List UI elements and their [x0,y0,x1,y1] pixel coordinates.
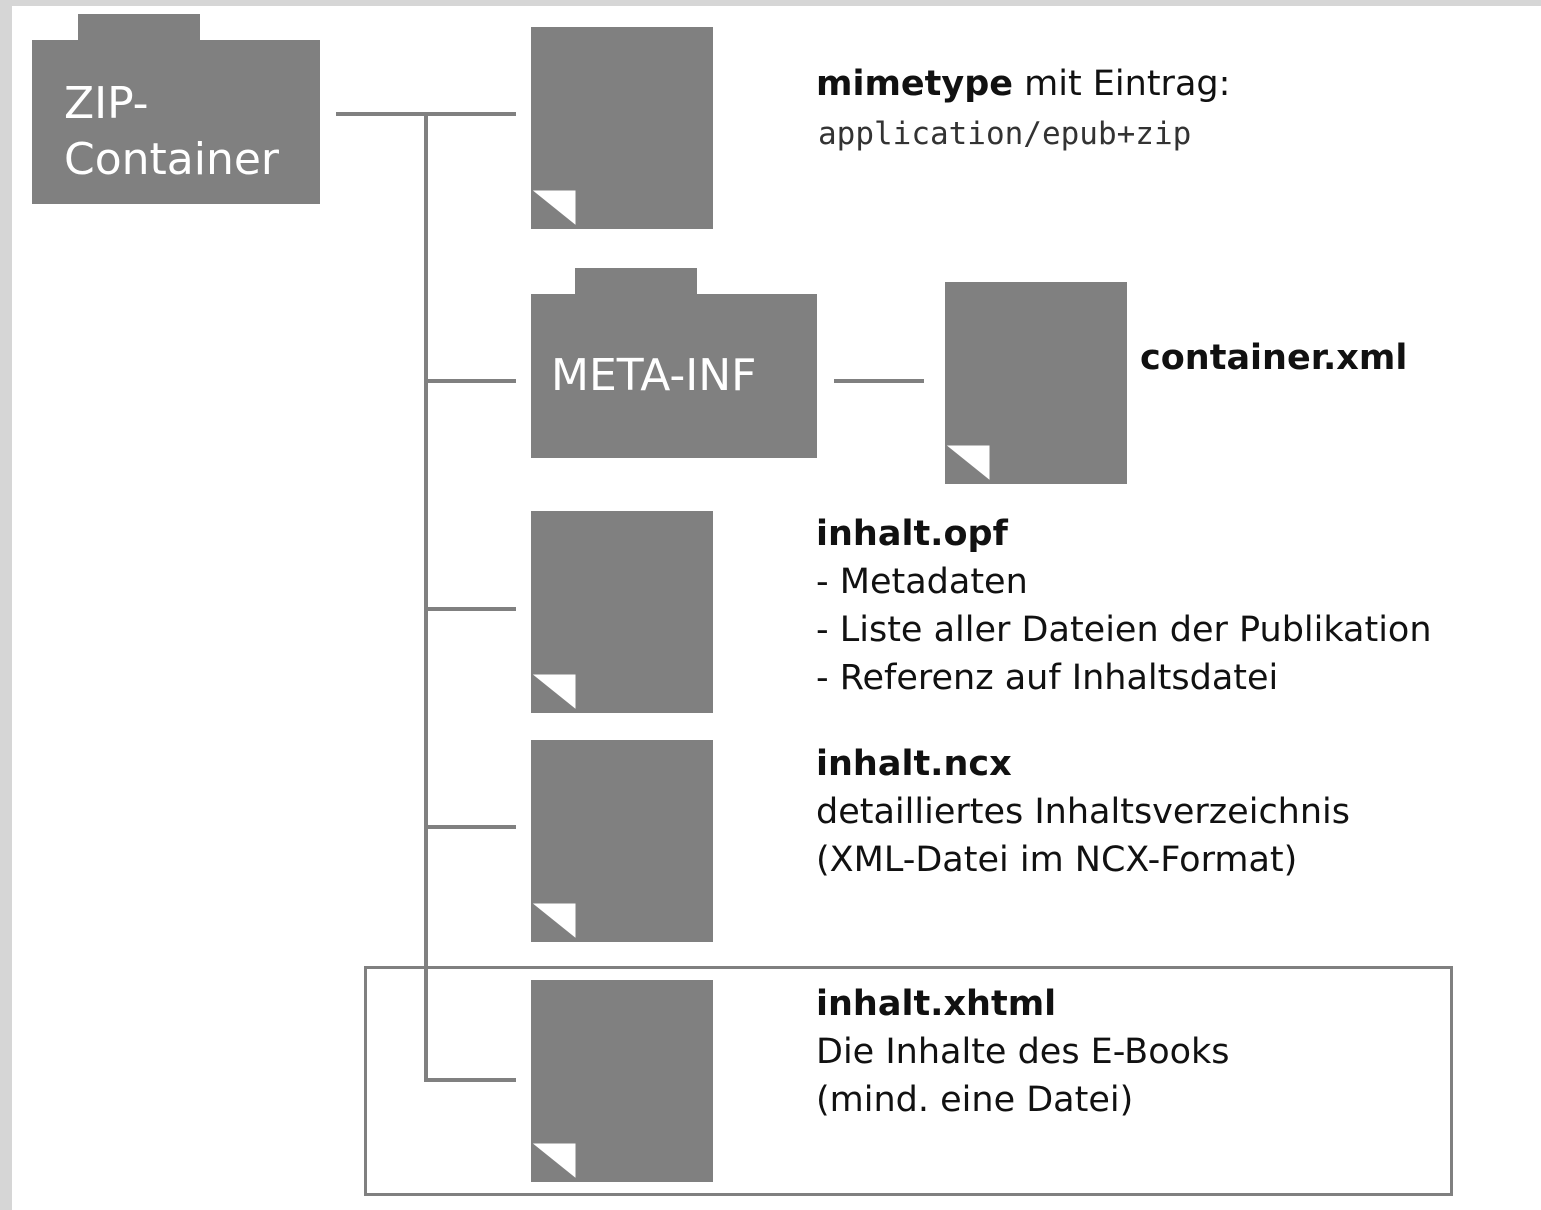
container-xml-name: container.xml [1140,338,1408,378]
zip-container-label-line2: Container [64,134,280,185]
mimetype-file-icon [531,27,713,229]
meta-inf-label: META-INF [551,350,757,401]
inhalt-ncx-name: inhalt.ncx [816,744,1012,784]
inhalt-xhtml-name: inhalt.xhtml [816,984,1057,1024]
branch-meta-inf-line [424,379,516,383]
meta-inf-folder-icon: META-INF [531,268,817,458]
folder-body: META-INF [531,294,817,458]
folded-corner-icon [531,189,579,229]
meta-inf-connector-line [834,379,924,383]
inhalt-opf-file-icon [531,511,713,713]
inhalt-ncx-file-icon [531,740,713,942]
folded-corner-icon [531,902,579,942]
zip-container-folder-icon: ZIP- Container [32,14,320,204]
xhtml-highlight-box [364,966,1453,1196]
mimetype-name: mimetype [816,64,1014,104]
inhalt-opf-line: - Liste aller Dateien der Publikation [816,610,1432,650]
mimetype-value: application/epub+zip [818,116,1192,152]
inhalt-xhtml-line: Die Inhalte des E-Books [816,1032,1230,1072]
branch-opf-line [424,607,516,611]
inhalt-opf-name: inhalt.opf [816,514,1008,554]
folder-tab [575,268,697,298]
inhalt-opf-line: - Metadaten [816,562,1028,602]
zip-container-label-line1: ZIP- [64,78,149,129]
inhalt-xhtml-file-icon [531,980,713,1182]
mimetype-label: mimetype mit Eintrag: [816,60,1230,108]
tree-trunk-line [424,114,428,1082]
folded-corner-icon [945,444,993,484]
inhalt-xhtml-label: inhalt.xhtml Die Inhalte des E-Books (mi… [816,980,1230,1124]
inhalt-ncx-line: detailliertes Inhaltsverzeichnis [816,792,1351,832]
branch-ncx-line [424,825,516,829]
folded-corner-icon [531,673,579,713]
inhalt-xhtml-line: (mind. eine Datei) [816,1080,1134,1120]
inhalt-opf-line: - Referenz auf Inhaltsdatei [816,658,1279,698]
folded-corner-icon [531,1142,579,1182]
branch-xhtml-line [424,1078,516,1082]
inhalt-ncx-line: (XML-Datei im NCX-Format) [816,840,1298,880]
inhalt-ncx-label: inhalt.ncx detailliertes Inhaltsverzeich… [816,740,1350,884]
container-xml-label: container.xml [1140,334,1407,382]
container-xml-file-icon [945,282,1127,484]
mimetype-text: mit Eintrag: [1013,64,1231,104]
folder-tab [78,14,200,44]
folder-body: ZIP- Container [32,40,320,204]
inhalt-opf-label: inhalt.opf - Metadaten - Liste aller Dat… [816,510,1432,702]
